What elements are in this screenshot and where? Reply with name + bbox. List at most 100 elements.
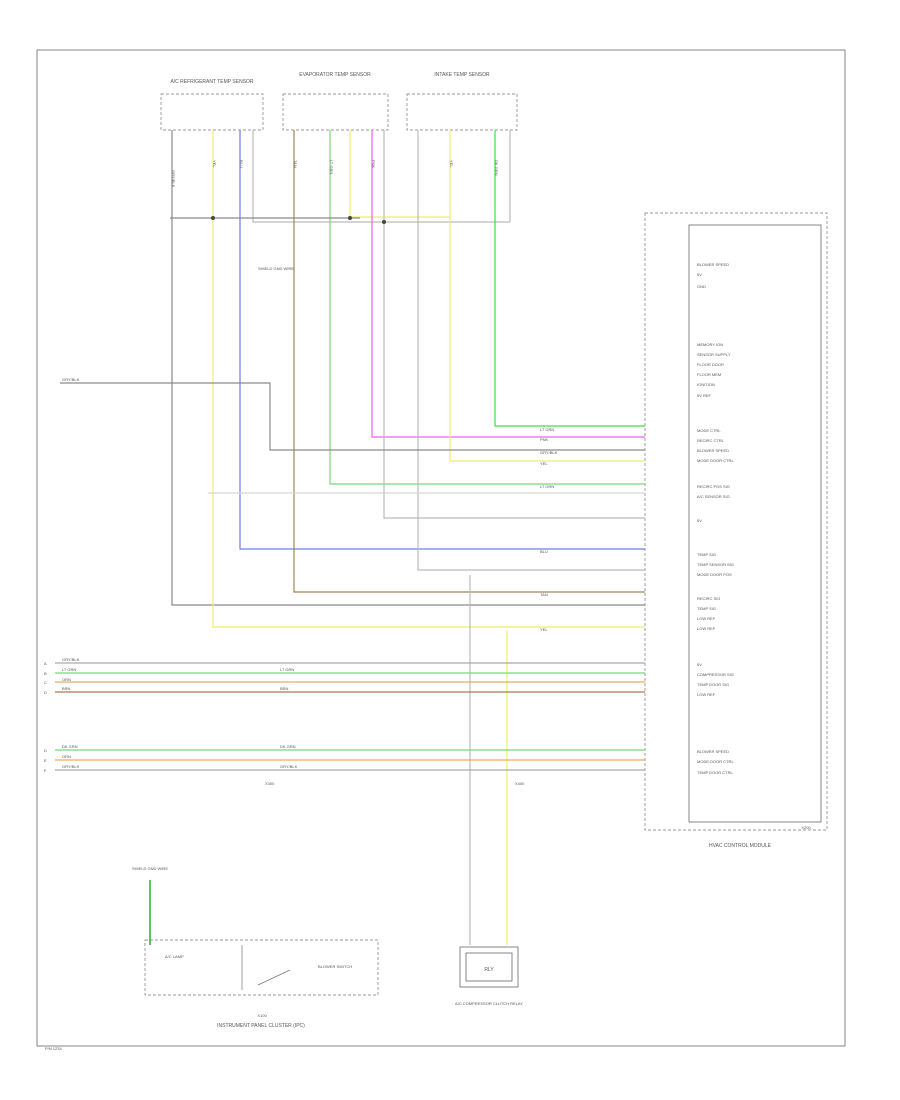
svg-text:RECIRC POS SIG: RECIRC POS SIG xyxy=(697,484,730,489)
wire-labels: GRY/BLK YEL BLU TAN LT GRN PNK YEL DK GR… xyxy=(62,160,558,786)
sensor-2: EVAPORATOR TEMP SENSOR xyxy=(282,72,389,131)
svg-text:YEL: YEL xyxy=(540,461,548,466)
svg-text:TAN: TAN xyxy=(293,160,298,168)
svg-text:TEMP DOOR SIG: TEMP DOOR SIG xyxy=(697,682,729,687)
svg-text:BRN: BRN xyxy=(280,686,289,691)
svg-text:TEMP SIG: TEMP SIG xyxy=(697,552,716,557)
instrument-cluster: A/C LAMP BLOWER SWITCH INSTRUMENT PANEL … xyxy=(132,866,379,1029)
relay-label: A/C COMPRESSOR CLUTCH RELAY xyxy=(455,1001,523,1006)
svg-text:FLOOR MEM: FLOOR MEM xyxy=(697,372,721,377)
svg-text:RECIRC CTRL: RECIRC CTRL xyxy=(697,438,725,443)
svg-text:LT GRN: LT GRN xyxy=(540,427,554,432)
svg-text:D: D xyxy=(44,748,47,753)
svg-text:A/C SENSOR SIG: A/C SENSOR SIG xyxy=(697,494,730,499)
splices xyxy=(211,216,386,224)
relay: RLY A/C COMPRESSOR CLUTCH RELAY xyxy=(455,946,523,1006)
svg-text:X300: X300 xyxy=(265,781,275,786)
svg-text:COMPRESSOR SIG: COMPRESSOR SIG xyxy=(697,672,734,677)
svg-text:PNK: PNK xyxy=(540,437,549,442)
svg-text:MODE CTRL: MODE CTRL xyxy=(697,428,721,433)
wire-yellow-1 xyxy=(212,130,645,628)
svg-text:YEL: YEL xyxy=(540,627,548,632)
svg-text:LT GRN: LT GRN xyxy=(540,484,554,489)
svg-text:BLU: BLU xyxy=(540,549,548,554)
wire-blue-1 xyxy=(239,130,645,550)
wire-green-3 xyxy=(494,130,645,427)
svg-text:BLOWER SPEED: BLOWER SPEED xyxy=(697,448,729,453)
module-lines: BLOWER SPEED 5V GND MEMORY IGN SENSOR SU… xyxy=(697,262,734,775)
sensor-3: INTAKE TEMP SENSOR xyxy=(406,72,518,131)
svg-text:LT GRN: LT GRN xyxy=(62,667,76,672)
module-label: HVAC CONTROL MODULE xyxy=(709,843,772,849)
svg-text:MEMORY IGN: MEMORY IGN xyxy=(697,342,723,347)
cluster-connector: X100 xyxy=(257,1013,267,1018)
svg-text:D: D xyxy=(44,690,47,695)
svg-text:X400: X400 xyxy=(515,781,525,786)
svg-text:SENSOR SUPPLY: SENSOR SUPPLY xyxy=(697,352,731,357)
cluster-lamp-label: A/C LAMP xyxy=(165,954,184,959)
wire-gray-2 xyxy=(383,130,645,519)
svg-text:BLU: BLU xyxy=(239,160,244,168)
wire-gray-left xyxy=(60,382,645,451)
svg-text:5V: 5V xyxy=(697,518,702,523)
svg-text:F: F xyxy=(44,768,47,773)
wire-tan-2 xyxy=(293,130,645,593)
svg-text:GND: GND xyxy=(697,284,706,289)
svg-text:BLOWER SPEED: BLOWER SPEED xyxy=(697,262,729,267)
sensor-1: A/C REFRIGERANT TEMP SENSOR xyxy=(160,79,264,131)
wire-gray-1b xyxy=(252,130,510,223)
svg-text:GRY/BLK: GRY/BLK xyxy=(540,450,558,455)
svg-text:MODE DOOR POS: MODE DOOR POS xyxy=(697,572,732,577)
svg-text:MODE DOOR CTRL: MODE DOOR CTRL xyxy=(697,759,734,764)
svg-text:5V: 5V xyxy=(697,272,702,277)
svg-text:TEMP SENSOR SIG: TEMP SENSOR SIG xyxy=(697,562,734,567)
svg-text:GRY/BLK: GRY/BLK xyxy=(280,764,298,769)
wire-gray-1 xyxy=(171,130,645,606)
left-note: GRY/BLK xyxy=(62,377,80,382)
corner-ref: P/N 1234 xyxy=(45,1046,62,1051)
svg-text:FLOOR DOOR: FLOOR DOOR xyxy=(697,362,724,367)
diagram-frame xyxy=(36,49,846,1047)
svg-text:YEL: YEL xyxy=(212,160,217,168)
svg-text:YEL: YEL xyxy=(449,160,454,168)
cluster-switch-label: BLOWER SWITCH xyxy=(318,964,352,969)
svg-text:LT GRN: LT GRN xyxy=(280,667,294,672)
cluster-label: INSTRUMENT PANEL CLUSTER (IPC) xyxy=(217,1023,305,1029)
shield-note: SHIELD GND WIRE xyxy=(258,266,294,271)
svg-text:5V REF: 5V REF xyxy=(697,393,712,398)
svg-text:TAN: TAN xyxy=(540,592,548,597)
sensor-3-label: INTAKE TEMP SENSOR xyxy=(434,72,490,78)
svg-text:IGNITION: IGNITION xyxy=(697,382,715,387)
svg-text:RECIRC SIG: RECIRC SIG xyxy=(697,596,720,601)
svg-text:ORN: ORN xyxy=(62,677,71,682)
svg-text:ORN: ORN xyxy=(62,754,71,759)
svg-text:E: E xyxy=(44,758,47,763)
svg-text:GRY/BLK: GRY/BLK xyxy=(62,657,80,662)
svg-text:PNK: PNK xyxy=(371,160,376,169)
svg-text:LT GRN: LT GRN xyxy=(329,160,334,174)
svg-text:TEMP SIG: TEMP SIG xyxy=(697,606,716,611)
hvac-module: HVAC CONTROL MODULE X200 xyxy=(644,212,828,849)
svg-text:LOW REF: LOW REF xyxy=(697,626,716,631)
svg-text:DK GRN: DK GRN xyxy=(280,744,296,749)
left-pins: A B C D D E F xyxy=(44,661,47,773)
svg-text:B: B xyxy=(44,671,47,676)
svg-text:GRY/BLK: GRY/BLK xyxy=(62,764,80,769)
ground-label: SHIELD GND WIRE xyxy=(132,866,168,871)
wires xyxy=(55,130,645,945)
wire-yellow-3 xyxy=(449,130,645,462)
svg-text:BRN: BRN xyxy=(62,686,71,691)
svg-text:TEMP DOOR CTRL: TEMP DOOR CTRL xyxy=(697,770,733,775)
wire-green-2 xyxy=(329,130,645,485)
wire-gray-3 xyxy=(417,130,645,571)
svg-text:LOW REF: LOW REF xyxy=(697,692,716,697)
svg-text:LOW REF: LOW REF xyxy=(697,616,716,621)
svg-text:BLOWER SPEED: BLOWER SPEED xyxy=(697,749,729,754)
relay-text: RLY xyxy=(484,967,494,973)
wire-pink-2 xyxy=(371,130,645,438)
svg-text:A: A xyxy=(44,661,47,666)
svg-text:C: C xyxy=(44,680,47,685)
svg-text:GRY/BLK: GRY/BLK xyxy=(171,170,176,188)
svg-text:DK GRN: DK GRN xyxy=(494,160,499,176)
